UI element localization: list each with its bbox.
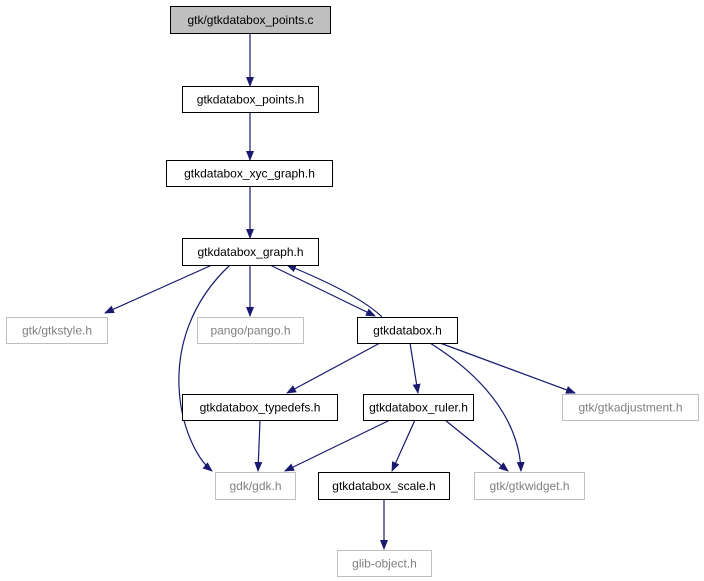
node-box: [562, 394, 699, 421]
node-gtkstyle-h: gtk/gtkstyle.h: [6, 317, 108, 344]
node-box: [182, 238, 319, 266]
edge-databox_h-to-gtkwidget_h: [429, 342, 525, 472]
node-label: gtk/gtkadjustment.h: [578, 401, 682, 415]
node-label: gtk/gtkwidget.h: [489, 479, 569, 493]
nodes-layer: gtk/gtkdatabox_points.c gtkdatabox_points…: [6, 6, 699, 577]
node-graph-h[interactable]: gtkdatabox_graph.h: [182, 238, 319, 266]
node-box: [182, 394, 338, 421]
node-label: gtkdatabox_scale.h: [332, 479, 435, 493]
node-box: [363, 394, 474, 421]
node-label: gtkdatabox_xyc_graph.h: [184, 167, 315, 181]
node-typedefs-h[interactable]: gtkdatabox_typedefs.h: [182, 394, 338, 421]
node-box: [6, 317, 108, 344]
node-label: gdk/gdk.h: [229, 479, 281, 493]
node-box: [215, 472, 296, 500]
edge-databox_h-to-typedefs_h: [286, 342, 381, 394]
node-gtkwidget-h: gtk/gtkwidget.h: [474, 472, 585, 500]
node-label: gtkdatabox_ruler.h: [369, 401, 468, 415]
node-label: gtk/gtkstyle.h: [22, 324, 92, 338]
node-ruler-h[interactable]: gtkdatabox_ruler.h: [363, 394, 474, 421]
node-databox-h[interactable]: gtkdatabox.h: [357, 317, 458, 344]
edge-graph_h-to-gtkstyle_h: [104, 264, 213, 314]
node-box: [182, 86, 319, 113]
node-box: [474, 472, 585, 500]
node-glib-object-h: glib-object.h: [337, 550, 432, 577]
edge-ruler_h-to-gtkwidget_h: [444, 419, 509, 472]
edge-graph_h-to-databox_h: [269, 264, 376, 317]
node-box: [166, 160, 333, 187]
edge-ruler_h-to-scale_h: [391, 419, 416, 472]
edge-databox_h-to-graph_h: [286, 264, 383, 318]
node-label: gtkdatabox.h: [373, 324, 442, 338]
node-label: gtk/gtkdatabox_points.c: [187, 13, 313, 27]
edge-ruler_h-to-gdk_h: [284, 419, 391, 472]
node-label: gtkdatabox_typedefs.h: [200, 401, 321, 415]
node-xyc-graph-h[interactable]: gtkdatabox_xyc_graph.h: [166, 160, 333, 187]
node-box: [318, 472, 450, 500]
node-adjustment-h: gtk/gtkadjustment.h: [562, 394, 699, 421]
edge-graph_h-to-gdk_h: [178, 264, 231, 472]
edge-databox_h-to-adjustment_h: [439, 342, 576, 394]
node-gdk-h: gdk/gdk.h: [215, 472, 296, 500]
edge-databox_h-to-ruler_h: [409, 342, 421, 394]
edges-layer: [104, 33, 576, 550]
node-points-h[interactable]: gtkdatabox_points.h: [182, 86, 319, 113]
node-label: glib-object.h: [352, 557, 417, 571]
node-box: [170, 6, 331, 34]
node-points-c[interactable]: gtk/gtkdatabox_points.c: [170, 6, 331, 34]
node-scale-h[interactable]: gtkdatabox_scale.h: [318, 472, 450, 500]
node-label: pango/pango.h: [210, 324, 290, 338]
node-label: gtkdatabox_points.h: [197, 93, 304, 107]
node-pango-h: pango/pango.h: [197, 317, 304, 344]
edge-typedefs_h-to-gdk_h: [254, 419, 263, 472]
node-box: [337, 550, 432, 577]
node-box: [357, 317, 458, 344]
node-label: gtkdatabox_graph.h: [197, 245, 303, 259]
node-box: [197, 317, 304, 344]
